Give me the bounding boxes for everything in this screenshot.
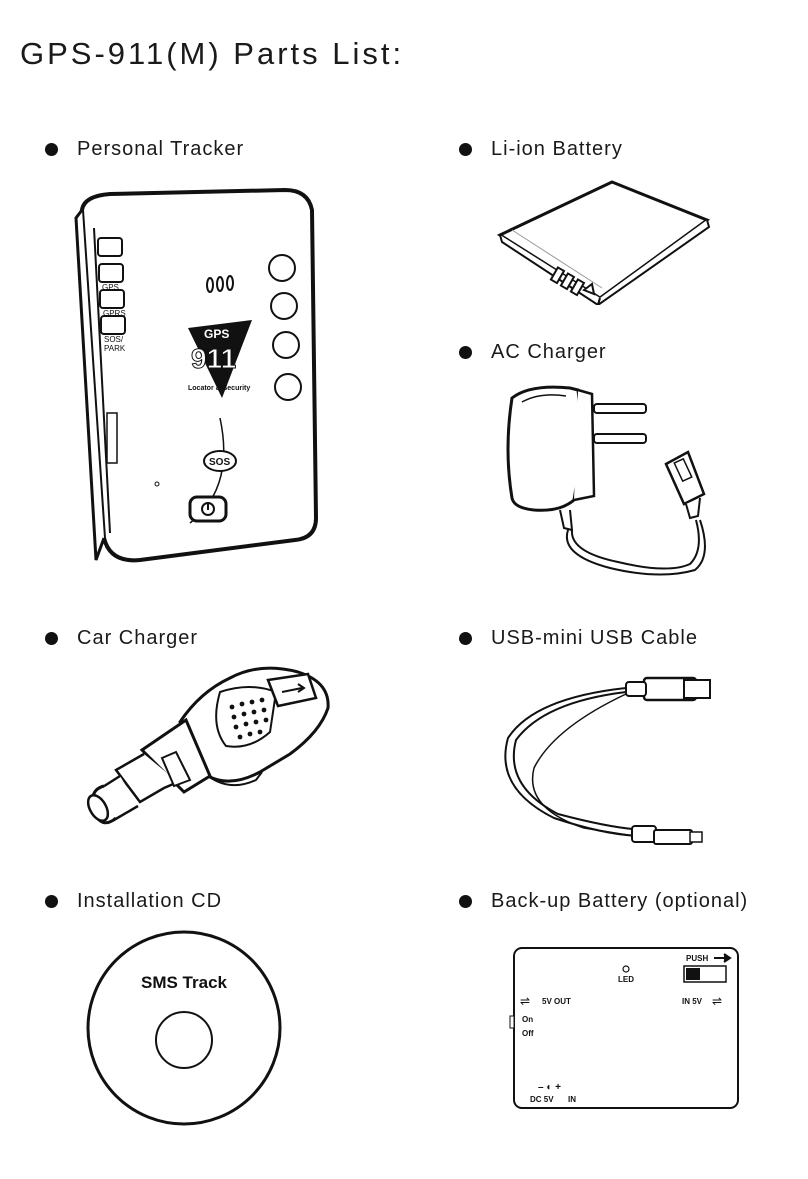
dc-polarity-icon: – ◐ + — [538, 1082, 561, 1093]
backup-battery-image: PUSH LED ⇌ 5V OUT IN 5V ⇌ On Off – ◐ + D… — [509, 947, 739, 1109]
usb-symbol-icon: ⇌ — [520, 994, 530, 1008]
backup-dc-in-label: IN — [568, 1095, 576, 1104]
bullet-icon — [45, 632, 58, 645]
tracker-logo-subtitle: Locator & Security — [188, 385, 250, 392]
tracker-label-gprs: GPRS — [103, 309, 126, 318]
part-label: USB-mini USB Cable — [491, 627, 698, 649]
bullet-icon — [45, 143, 58, 156]
usb-symbol-icon: ⇌ — [712, 994, 722, 1008]
part-ac-charger: AC Charger — [459, 341, 607, 364]
part-label: AC Charger — [491, 341, 607, 363]
part-usb-cable: USB-mini USB Cable — [459, 627, 698, 650]
part-installation-cd: Installation CD — [45, 890, 222, 913]
part-label: Car Charger — [77, 627, 199, 649]
part-li-ion-battery: Li-ion Battery — [459, 138, 623, 161]
car-charger-image — [86, 666, 330, 825]
tracker-label-gps: GPS — [102, 283, 119, 292]
tracker-label-park: PARK — [104, 344, 126, 353]
page-title: GPS-911(M) Parts List: — [20, 36, 405, 71]
personal-tracker-image: GPS GPRS SOS/ PARK GPS 911 Locator & Sec… — [74, 188, 319, 563]
bullet-icon — [459, 346, 472, 359]
usb-cable-image — [504, 676, 711, 845]
tracker-logo-number: 911 — [191, 343, 236, 374]
bullet-icon — [459, 632, 472, 645]
li-ion-battery-image — [496, 180, 711, 305]
tracker-sos-button: SOS — [209, 457, 230, 468]
part-car-charger: Car Charger — [45, 627, 198, 650]
part-label: Installation CD — [77, 890, 223, 912]
bullet-icon — [459, 143, 472, 156]
installation-cd-image: SMS Track — [86, 930, 282, 1126]
part-backup-battery: Back-up Battery (optional) — [459, 890, 748, 913]
part-label: Li-ion Battery — [491, 138, 623, 160]
backup-in-label: IN 5V — [682, 997, 703, 1006]
backup-led-label: LED — [618, 975, 634, 984]
backup-push-label: PUSH — [686, 954, 708, 963]
ac-charger-image — [506, 385, 706, 576]
bullet-icon — [45, 895, 58, 908]
backup-dc-label: DC 5V — [530, 1095, 554, 1104]
tracker-label-sos: SOS/ — [104, 335, 124, 344]
part-personal-tracker: Personal Tracker — [45, 138, 244, 161]
backup-on-label: On — [522, 1015, 533, 1024]
tracker-logo-top: GPS — [204, 327, 229, 341]
backup-out-label: 5V OUT — [542, 997, 571, 1006]
backup-off-label: Off — [522, 1029, 534, 1038]
part-label: Back-up Battery (optional) — [491, 890, 749, 912]
bullet-icon — [459, 895, 472, 908]
part-label: Personal Tracker — [77, 138, 245, 160]
cd-label: SMS Track — [141, 973, 228, 992]
